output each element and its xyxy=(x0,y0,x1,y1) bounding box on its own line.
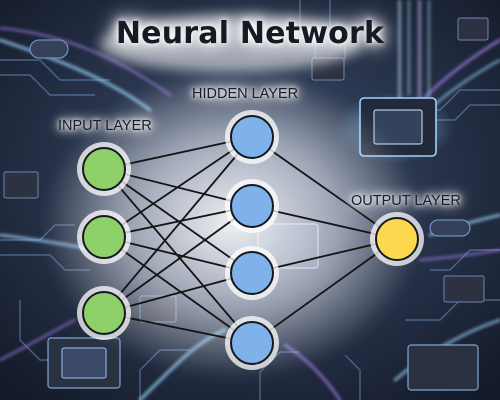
connection-input-1-hidden-4 xyxy=(103,168,253,344)
input-node-3 xyxy=(82,291,126,335)
hidden-node-1 xyxy=(230,115,274,159)
connection-hidden-1-output-1 xyxy=(251,136,398,240)
output-layer-label: OUTPUT LAYER xyxy=(351,193,461,209)
connection-input-2-hidden-1 xyxy=(103,136,253,238)
connection-hidden-4-output-1 xyxy=(251,238,398,344)
hidden-node-2 xyxy=(230,184,274,228)
diagram-title: Neural Network xyxy=(115,16,385,51)
hidden-node-4 xyxy=(230,321,274,365)
input-node-1 xyxy=(82,147,126,191)
connection-input-3-hidden-1 xyxy=(103,136,253,314)
output-node-1 xyxy=(375,217,419,261)
connection-input-3-hidden-2 xyxy=(103,205,253,314)
input-node-2 xyxy=(82,215,126,259)
hidden-layer-label: HIDDEN LAYER xyxy=(192,86,299,102)
hidden-node-3 xyxy=(230,251,274,295)
connections xyxy=(103,136,398,344)
connection-input-2-hidden-4 xyxy=(103,236,253,344)
nodes xyxy=(77,110,424,370)
input-layer-label: INPUT LAYER xyxy=(58,118,152,134)
